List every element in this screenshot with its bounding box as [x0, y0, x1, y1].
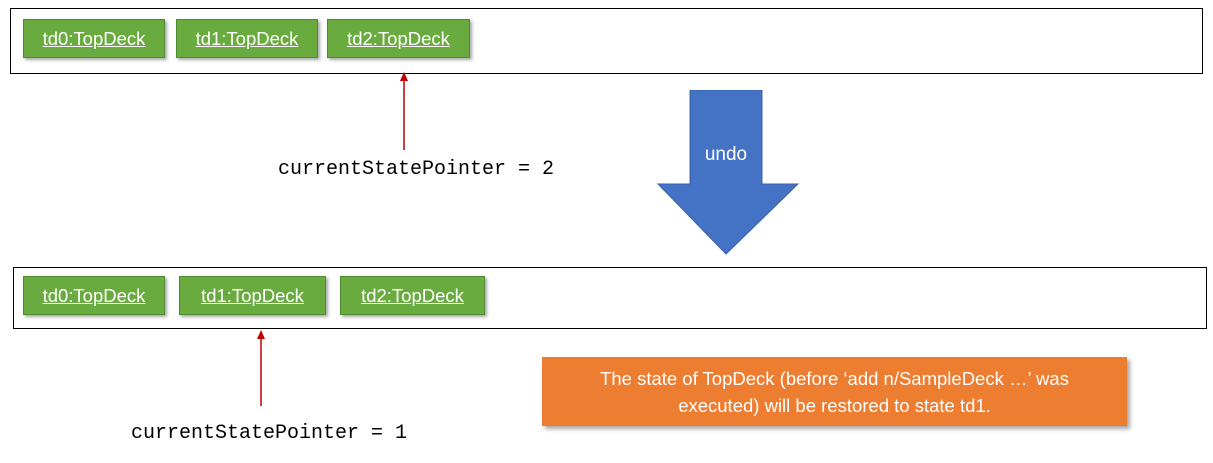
state-td0-before: td0:TopDeck [23, 19, 165, 58]
restore-note: The state of TopDeck (before ‘add n/Samp… [542, 357, 1127, 426]
state-td0-after: td0:TopDeck [23, 276, 165, 315]
state-pointer-arrow-before [400, 72, 408, 150]
current-state-pointer-label-after: currentStatePointer = 1 [131, 422, 408, 445]
state-pointer-arrow-after [257, 330, 265, 406]
current-state-pointer-label-before: currentStatePointer = 2 [278, 158, 555, 181]
state-td2-before: td2:TopDeck [327, 19, 470, 58]
state-td2-after: td2:TopDeck [340, 276, 485, 315]
state-td1-before: td1:TopDeck [176, 19, 318, 58]
restore-note-line-2: executed) will be restored to state td1. [678, 395, 991, 416]
state-td1-after: td1:TopDeck [179, 276, 326, 315]
undo-arrow [656, 90, 800, 255]
restore-note-line-1: The state of TopDeck (before ‘add n/Samp… [600, 368, 1069, 389]
undo-label: undo [704, 144, 748, 165]
